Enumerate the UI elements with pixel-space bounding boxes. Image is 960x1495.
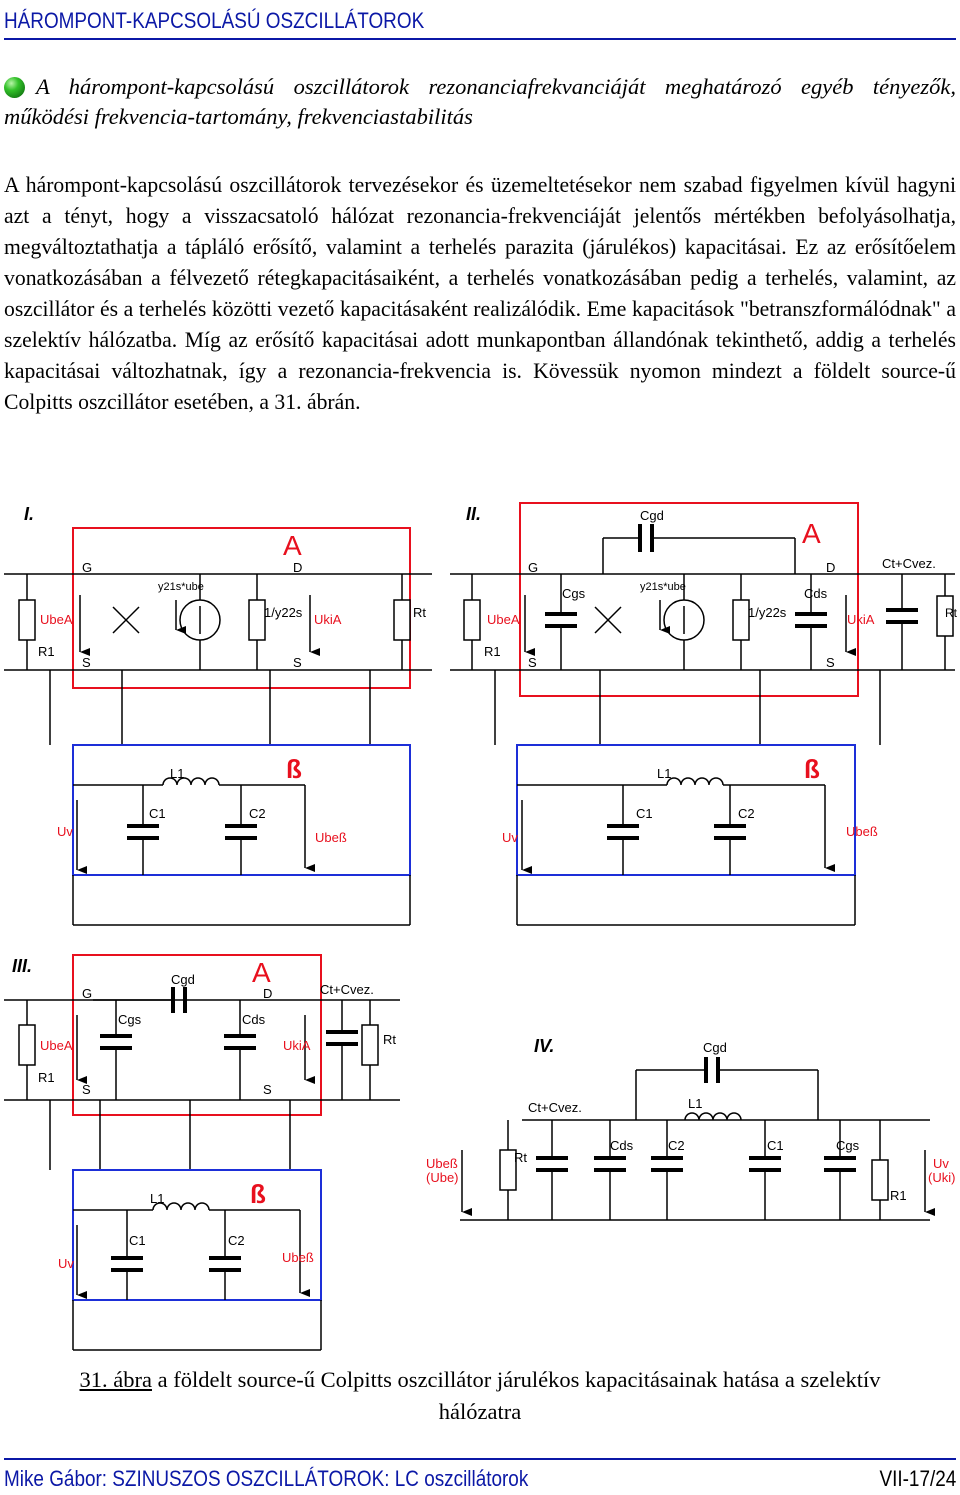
ctcvez-label-3: Ct+Cvez. [320, 982, 374, 997]
ube-label-4: (Ube) [426, 1170, 459, 1185]
page-footer: Mike Gábor: SZINUSZOS OSZCILLÁTOROK: LC … [4, 1458, 956, 1494]
ubea-label-2: UbeA [487, 612, 520, 627]
section-title: A hárompont-kapcsolású oszcillátorok rez… [4, 74, 956, 129]
r1-label-3: R1 [38, 1070, 55, 1085]
gate-label-1: G [82, 560, 92, 575]
cgd-label-2: Cgd [640, 508, 664, 523]
c1-label-3: C1 [129, 1233, 146, 1248]
drain-label-3: D [263, 986, 272, 1001]
ukia-label-3: UkiA [283, 1038, 311, 1053]
y21-label-1: y21s*ube [158, 581, 204, 593]
green-bullet-icon [4, 77, 25, 98]
figure-31: I. II. III. IV. A G D y21s*ube 1/y22s Ub… [0, 500, 960, 1360]
caption-text: a földelt source-ű Colpitts oszcillátor … [151, 1367, 881, 1424]
ubea-label-1: UbeA [40, 612, 73, 627]
c1-label-1: C1 [149, 806, 166, 821]
ctcvez-label-4: Ct+Cvez. [528, 1100, 582, 1115]
l1-label-2: L1 [657, 766, 671, 781]
rt-label-4: Rt [514, 1150, 527, 1165]
header-title: HÁROMPONT-KAPCSOLÁSÚ OSZCILLÁTOROK [4, 8, 425, 33]
panel-label-4: IV. [534, 1036, 554, 1056]
c1-label-2: C1 [636, 806, 653, 821]
y22-label-1: 1/y22s [264, 605, 303, 620]
uv-label-3: Uv [58, 1256, 74, 1271]
panel-4 [460, 1057, 935, 1221]
ukia-label-1: UkiA [314, 612, 342, 627]
ubea-label-3: UbeA [40, 1038, 73, 1053]
uki-label-4: (Uki) [928, 1170, 955, 1185]
source-label-1b: S [293, 655, 302, 670]
r1-label-4: R1 [890, 1188, 907, 1203]
amp-label-1: A [283, 530, 302, 561]
ukia-label-2: UkiA [847, 612, 875, 627]
y22-label-2: 1/y22s [748, 605, 787, 620]
figure-caption: 31. ábra a földelt source-ű Colpitts osz… [40, 1364, 920, 1428]
c2-label-2: C2 [738, 806, 755, 821]
ubeb-label-3: Ubeß [282, 1250, 314, 1265]
r1-label-1: R1 [38, 644, 55, 659]
resistor-rt-1 [393, 599, 411, 641]
beta-label-3: ß [250, 1179, 266, 1209]
source-label-3a: S [82, 1082, 91, 1097]
ctcvez-label-2: Ct+Cvez. [882, 556, 936, 571]
amp-label-3: A [252, 957, 271, 988]
ubeb-label-4: Ubeß [426, 1156, 458, 1171]
c1-label-4: C1 [767, 1138, 784, 1153]
rt-label-1: Rt [413, 605, 426, 620]
cds-label-2: Cds [804, 586, 828, 601]
figure-number: 31. ábra [79, 1367, 152, 1392]
cds-label-4: Cds [610, 1138, 634, 1153]
beta-label-2: ß [804, 754, 820, 784]
cgd-label-3: Cgd [171, 972, 195, 987]
beta-label-1: ß [286, 754, 302, 784]
page-header: HÁROMPONT-KAPCSOLÁSÚ OSZCILLÁTOROK [4, 4, 956, 40]
rt-label-2: Rt [945, 606, 958, 620]
cgs-label-3: Cgs [118, 1012, 142, 1027]
cgs-label-2: Cgs [562, 586, 586, 601]
cgd-label-4: Cgd [703, 1040, 727, 1055]
l1-label-3: L1 [150, 1191, 164, 1206]
amp-box-1 [72, 527, 411, 689]
c2-label-3: C2 [228, 1233, 245, 1248]
drain-label-1: D [293, 560, 302, 575]
panel-3 [4, 954, 400, 1351]
panel-label-2: II. [466, 504, 481, 524]
y21-label-2: y21s*ube [640, 581, 686, 593]
panel-label-1: I. [24, 504, 34, 524]
panel-1 [4, 527, 432, 926]
source-label-2b: S [826, 655, 835, 670]
gate-label-3: G [82, 986, 92, 1001]
resistor-r1-1 [18, 599, 36, 641]
cds-label-3: Cds [242, 1012, 266, 1027]
source-label-2a: S [528, 655, 537, 670]
drain-label-2: D [826, 560, 835, 575]
uv-label-1: Uv [57, 824, 73, 839]
section-heading: A hárompont-kapcsolású oszcillátorok rez… [4, 72, 956, 132]
panel-2 [450, 502, 955, 926]
amp-label-2: A [802, 518, 821, 549]
body-paragraph: A hárompont-kapcsolású oszcillátorok ter… [4, 173, 956, 414]
footer-page-number: VII-17/24 [879, 1466, 956, 1491]
l1-label-1: L1 [170, 766, 184, 781]
l1-label-4: L1 [688, 1096, 702, 1111]
c2-label-1: C2 [249, 806, 266, 821]
ubeb-label-2: Ubeß [846, 824, 878, 839]
source-label-1a: S [82, 655, 91, 670]
footer-author-title: Mike Gábor: SZINUSZOS OSZCILLÁTOROK: LC … [4, 1466, 529, 1491]
source-label-3b: S [263, 1082, 272, 1097]
resistor-y22-1 [248, 599, 266, 641]
panel-label-3: III. [12, 956, 32, 976]
ubeb-label-1: Ubeß [315, 830, 347, 845]
uv-label-4: Uv [933, 1156, 949, 1171]
r1-label-2: R1 [484, 644, 501, 659]
cgs-label-4: Cgs [836, 1138, 860, 1153]
rt-label-3: Rt [383, 1032, 396, 1047]
gate-label-2: G [528, 560, 538, 575]
c2-label-4: C2 [668, 1138, 685, 1153]
uv-label-2: Uv [502, 830, 518, 845]
circuit-diagram: I. II. III. IV. A G D y21s*ube 1/y22s Ub… [4, 502, 958, 1351]
amp-box-2 [519, 502, 859, 697]
